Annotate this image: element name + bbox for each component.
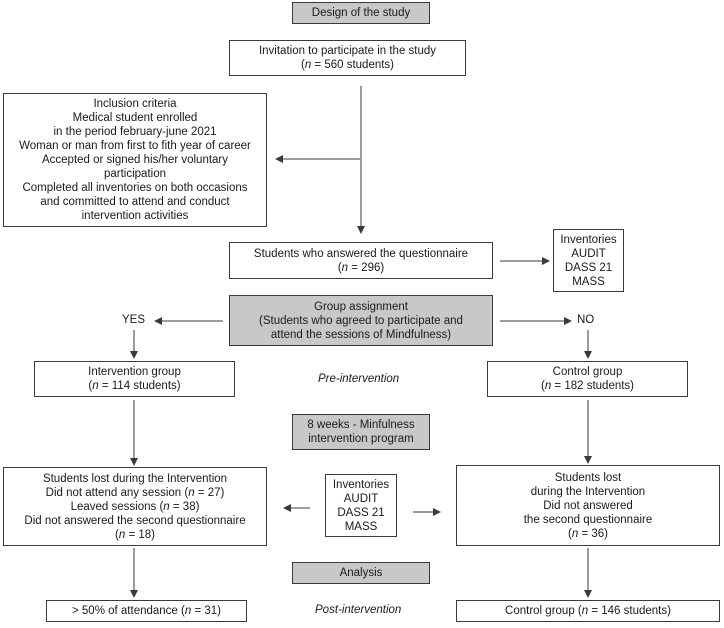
lost-control-count: (n = 36): [568, 527, 608, 540]
group-assignment-title: Group assignment: [314, 300, 408, 313]
inclusion-line: Completed all inventories on both occasi…: [22, 182, 248, 194]
invitation-count: (n = 560 students): [300, 59, 395, 71]
design-title: Design of the study: [311, 7, 411, 19]
inventories-title: Inventories: [332, 478, 390, 491]
post-intervention-label: Post-intervention: [315, 604, 402, 616]
lost-control-line: Students lost: [554, 471, 622, 484]
inclusion-line: Accepted or signed his/her voluntary: [41, 154, 229, 166]
inventory-item: DASS 21: [337, 506, 385, 519]
intervention-group-count: (n = 114 students): [88, 380, 181, 392]
control-group-title: Control group: [552, 366, 623, 378]
pre-intervention-label: Pre-intervention: [318, 373, 400, 385]
control-group-box: Control group (n = 182 students): [487, 361, 688, 397]
inclusion-title: Inclusion criteria: [93, 98, 177, 110]
attendance-box: > 50% of attendance (n = 31): [46, 600, 247, 622]
inventories-title: Inventories: [560, 233, 617, 246]
invitation-text: Invitation to participate in the study: [258, 45, 437, 57]
lost-intervention-line: (n = 18): [115, 528, 155, 541]
program-line: 8 weeks - Minfulness: [307, 419, 415, 431]
lost-intervention-line: Leaved sessions (n = 38): [70, 500, 200, 513]
group-assignment-line: (Students who agreed to participate and: [259, 314, 463, 327]
inventory-item: AUDIT: [343, 492, 379, 505]
inventories-mid-box: Inventories AUDIT DASS 21 MASS: [325, 474, 397, 537]
analysis-title: Analysis: [339, 567, 383, 579]
no-label: NO: [577, 314, 595, 326]
lost-intervention-line: Did not attend any session (n = 27): [45, 486, 225, 499]
lost-control-line: the second questionnaire: [523, 513, 653, 526]
yes-label: YES: [122, 314, 146, 326]
inclusion-criteria-box: Inclusion criteria Medical student enrol…: [3, 93, 267, 227]
intervention-group-title: Intervention group: [88, 366, 181, 378]
inclusion-line: Woman or man from first to fith year of …: [19, 140, 251, 152]
inclusion-line: Medical student enrolled: [72, 112, 198, 124]
inclusion-line: in the period february-june 2021: [53, 126, 217, 138]
lost-control-line: during the Intervention: [530, 485, 646, 498]
program-line: intervention program: [308, 433, 414, 445]
inclusion-line: participation: [103, 168, 166, 180]
group-assignment-line: attend the sessions of Mindfulness): [270, 328, 452, 341]
answered-text: Students who answered the questionnaire: [253, 247, 469, 260]
attendance-text: > 50% of attendance (n = 31): [72, 605, 221, 617]
program-box: 8 weeks - Minfulness intervention progra…: [292, 414, 430, 450]
answered-questionnaire-box: Students who answered the questionnaire …: [229, 242, 493, 279]
inventory-item: AUDIT: [571, 247, 606, 260]
inclusion-line: and committed to attend and conduct: [40, 196, 230, 208]
inventories-top-box: Inventories AUDIT DASS 21 MASS: [553, 229, 624, 292]
lost-control-line: Did not answered: [543, 499, 633, 512]
control-final-box: Control group (n = 146 students): [456, 600, 720, 622]
inclusion-line: intervention activities: [81, 210, 189, 222]
control-final-text: Control group (n = 146 students): [505, 605, 671, 617]
inventory-item: DASS 21: [564, 261, 613, 274]
inventory-item: MASS: [572, 275, 605, 288]
inventory-item: MASS: [344, 520, 378, 533]
design-of-the-study-box: Design of the study: [292, 2, 430, 24]
control-group-count: (n = 182 students): [540, 380, 635, 392]
answered-count: (n = 296): [337, 261, 385, 274]
lost-control-box: Students lost during the Intervention Di…: [456, 465, 720, 546]
intervention-group-box: Intervention group (n = 114 students): [34, 361, 235, 397]
lost-intervention-line: Did not answered the second questionnair…: [24, 514, 246, 527]
lost-intervention-box: Students lost during the Intervention Di…: [3, 467, 267, 546]
lost-intervention-title: Students lost during the Intervention: [42, 472, 228, 485]
group-assignment-box: Group assignment (Students who agreed to…: [229, 295, 493, 346]
invitation-box: Invitation to participate in the study (…: [229, 40, 466, 76]
analysis-box: Analysis: [292, 562, 430, 584]
